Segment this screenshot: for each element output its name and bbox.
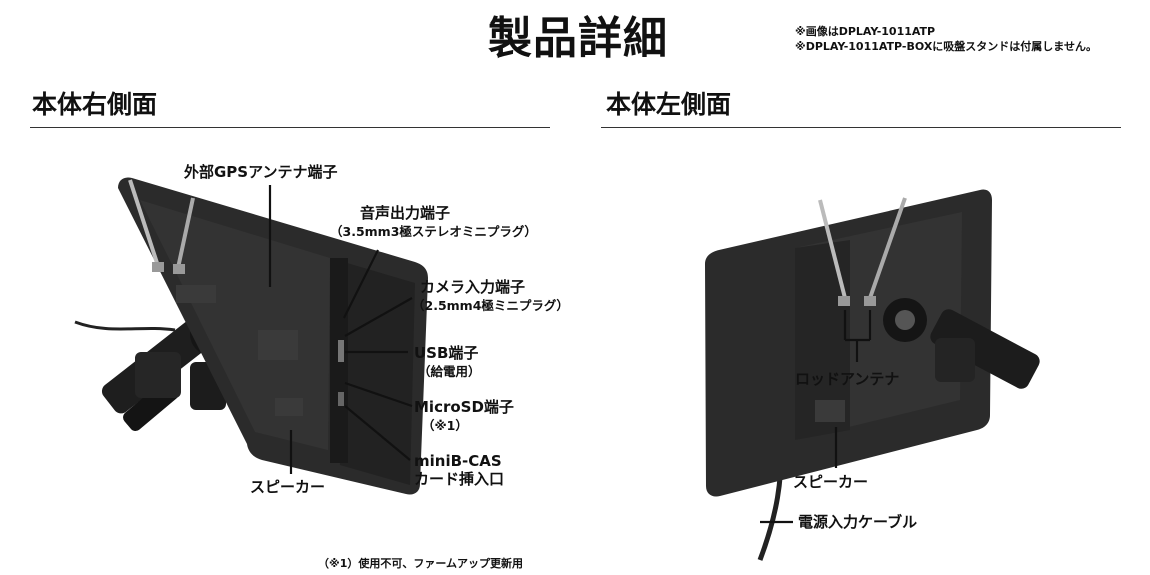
- audio-port-sub: （3.5mm3極ステレオミニプラグ）: [330, 224, 537, 239]
- box-note: ※DPLAY-1011ATP-BOXに吸盤スタンドは付属しません。: [795, 40, 1097, 53]
- microsd-port-sub: （※1）: [422, 418, 468, 433]
- right-speaker-label: スピーカー: [250, 478, 326, 496]
- right-leader-lines: [268, 185, 413, 474]
- bcas-slot-label: miniB-CAS: [414, 452, 502, 470]
- page-title: 製品詳細: [488, 13, 668, 64]
- bcas-slot-label-2: カード挿入口: [414, 470, 505, 488]
- usb-port-label: USB端子: [414, 344, 479, 362]
- audio-port-label: 音声出力端子: [360, 204, 451, 222]
- left-speaker-label: スピーカー: [793, 473, 869, 491]
- left-title-divider: [601, 127, 1121, 128]
- left-leader-lines: [760, 310, 872, 524]
- footnote: （※1）使用不可、ファームアップ更新用: [318, 557, 524, 570]
- usb-port-sub: （給電用）: [418, 364, 481, 379]
- rod-antenna-label: ロッドアンテナ: [795, 370, 900, 388]
- left-side-title: 本体左側面: [606, 90, 732, 119]
- right-title-divider: [30, 127, 550, 128]
- right-side-title: 本体右側面: [32, 90, 158, 119]
- left-tablet-body: [705, 189, 1040, 561]
- microsd-port-label: MicroSD端子: [414, 398, 514, 416]
- camera-port-label: カメラ入力端子: [420, 278, 526, 296]
- image-note: ※画像はDPLAY-1011ATP: [795, 25, 936, 38]
- gps-port-label: 外部GPSアンテナ端子: [184, 163, 338, 181]
- right-tablet-body: [118, 177, 428, 495]
- power-cable-label: 電源入力ケーブル: [798, 513, 918, 531]
- camera-port-sub: （2.5mm4極ミニプラグ）: [412, 298, 569, 313]
